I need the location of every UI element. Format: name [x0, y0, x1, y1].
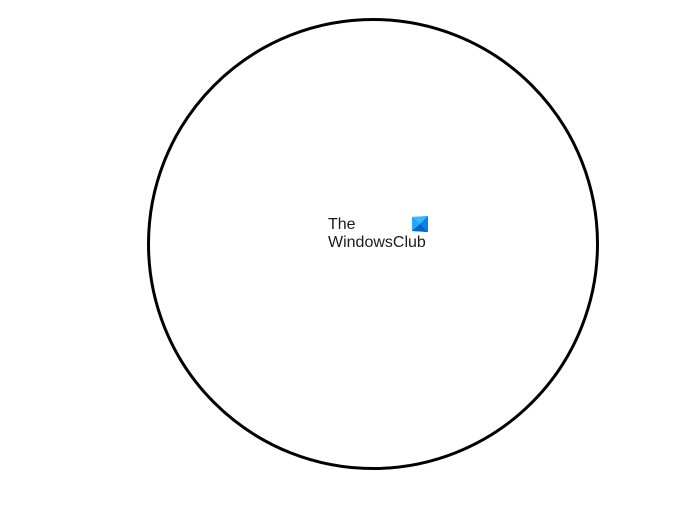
logo-text-line-2: WindowsClub [328, 234, 426, 251]
logo-text-line-1: The [328, 216, 356, 233]
windows-logo-icon [412, 216, 428, 232]
circle-shape [147, 18, 599, 470]
thewindowsclub-logo: The WindowsClub [328, 216, 438, 256]
